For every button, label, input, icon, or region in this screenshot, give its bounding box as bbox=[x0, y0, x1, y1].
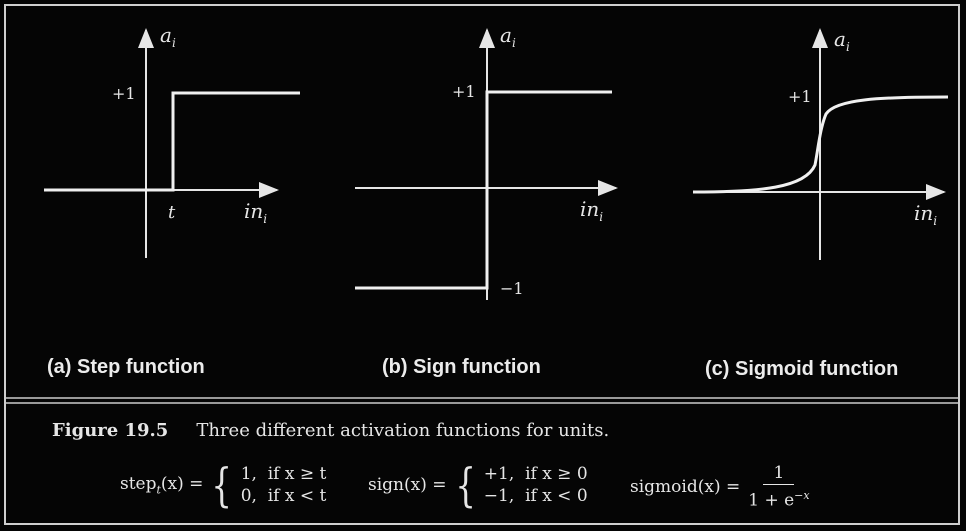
sign-formula-lhs: sign(x) = bbox=[368, 475, 447, 495]
sigmoid-plot: ai ini +1 bbox=[692, 27, 949, 260]
sign-tick-bottom: −1 bbox=[500, 279, 524, 298]
sigmoid-formula: sigmoid(x) = 1 1 + e−x bbox=[630, 462, 810, 512]
sigmoid-x-label: ini bbox=[914, 201, 937, 228]
divider-bottom bbox=[6, 402, 958, 404]
figure-text: Three different activation functions for… bbox=[196, 420, 610, 441]
step-cases: 1, if x ≥ t 0, if x < t bbox=[240, 464, 327, 506]
sigmoid-fraction: 1 1 + e−x bbox=[748, 463, 810, 511]
sign-formula: sign(x) = { +1, if x ≥ 0 −1, if x < 0 bbox=[368, 462, 588, 508]
figure-frame bbox=[4, 4, 960, 525]
step-plot: ai ini +1 t bbox=[44, 23, 300, 258]
caption-sigmoid: (c) Sigmoid function bbox=[705, 358, 899, 380]
figure-number: Figure 19.5 bbox=[52, 420, 169, 441]
sigmoid-curve bbox=[692, 95, 949, 194]
sign-x-label: ini bbox=[580, 197, 603, 224]
step-formula-lhs: stept(x) = bbox=[120, 473, 204, 497]
sign-plot: ai ini +1 −1 bbox=[355, 23, 618, 300]
step-tick-t: t bbox=[168, 202, 176, 223]
sign-y-label: ai bbox=[500, 23, 516, 50]
caption-step: (a) Step function bbox=[47, 356, 205, 378]
caption-sign: (b) Sign function bbox=[382, 356, 541, 378]
sigmoid-tick-top: +1 bbox=[788, 87, 812, 106]
step-tick-top: +1 bbox=[112, 84, 136, 103]
sigmoid-y-label: ai bbox=[834, 27, 850, 54]
step-x-label: ini bbox=[244, 199, 267, 226]
figure-caption: Figure 19.5 Three different activation fu… bbox=[52, 420, 609, 441]
sign-cases: +1, if x ≥ 0 −1, if x < 0 bbox=[483, 464, 588, 506]
sign-brace: { bbox=[454, 458, 476, 512]
step-y-label: ai bbox=[160, 23, 176, 50]
sign-curve bbox=[355, 90, 612, 290]
divider-top bbox=[6, 397, 958, 399]
step-curve bbox=[44, 91, 300, 192]
step-formula: stept(x) = { 1, if x ≥ t 0, if x < t bbox=[120, 462, 326, 508]
sign-tick-top: +1 bbox=[452, 82, 476, 101]
sigmoid-formula-lhs: sigmoid(x) = bbox=[630, 476, 741, 497]
step-brace: { bbox=[211, 458, 233, 512]
